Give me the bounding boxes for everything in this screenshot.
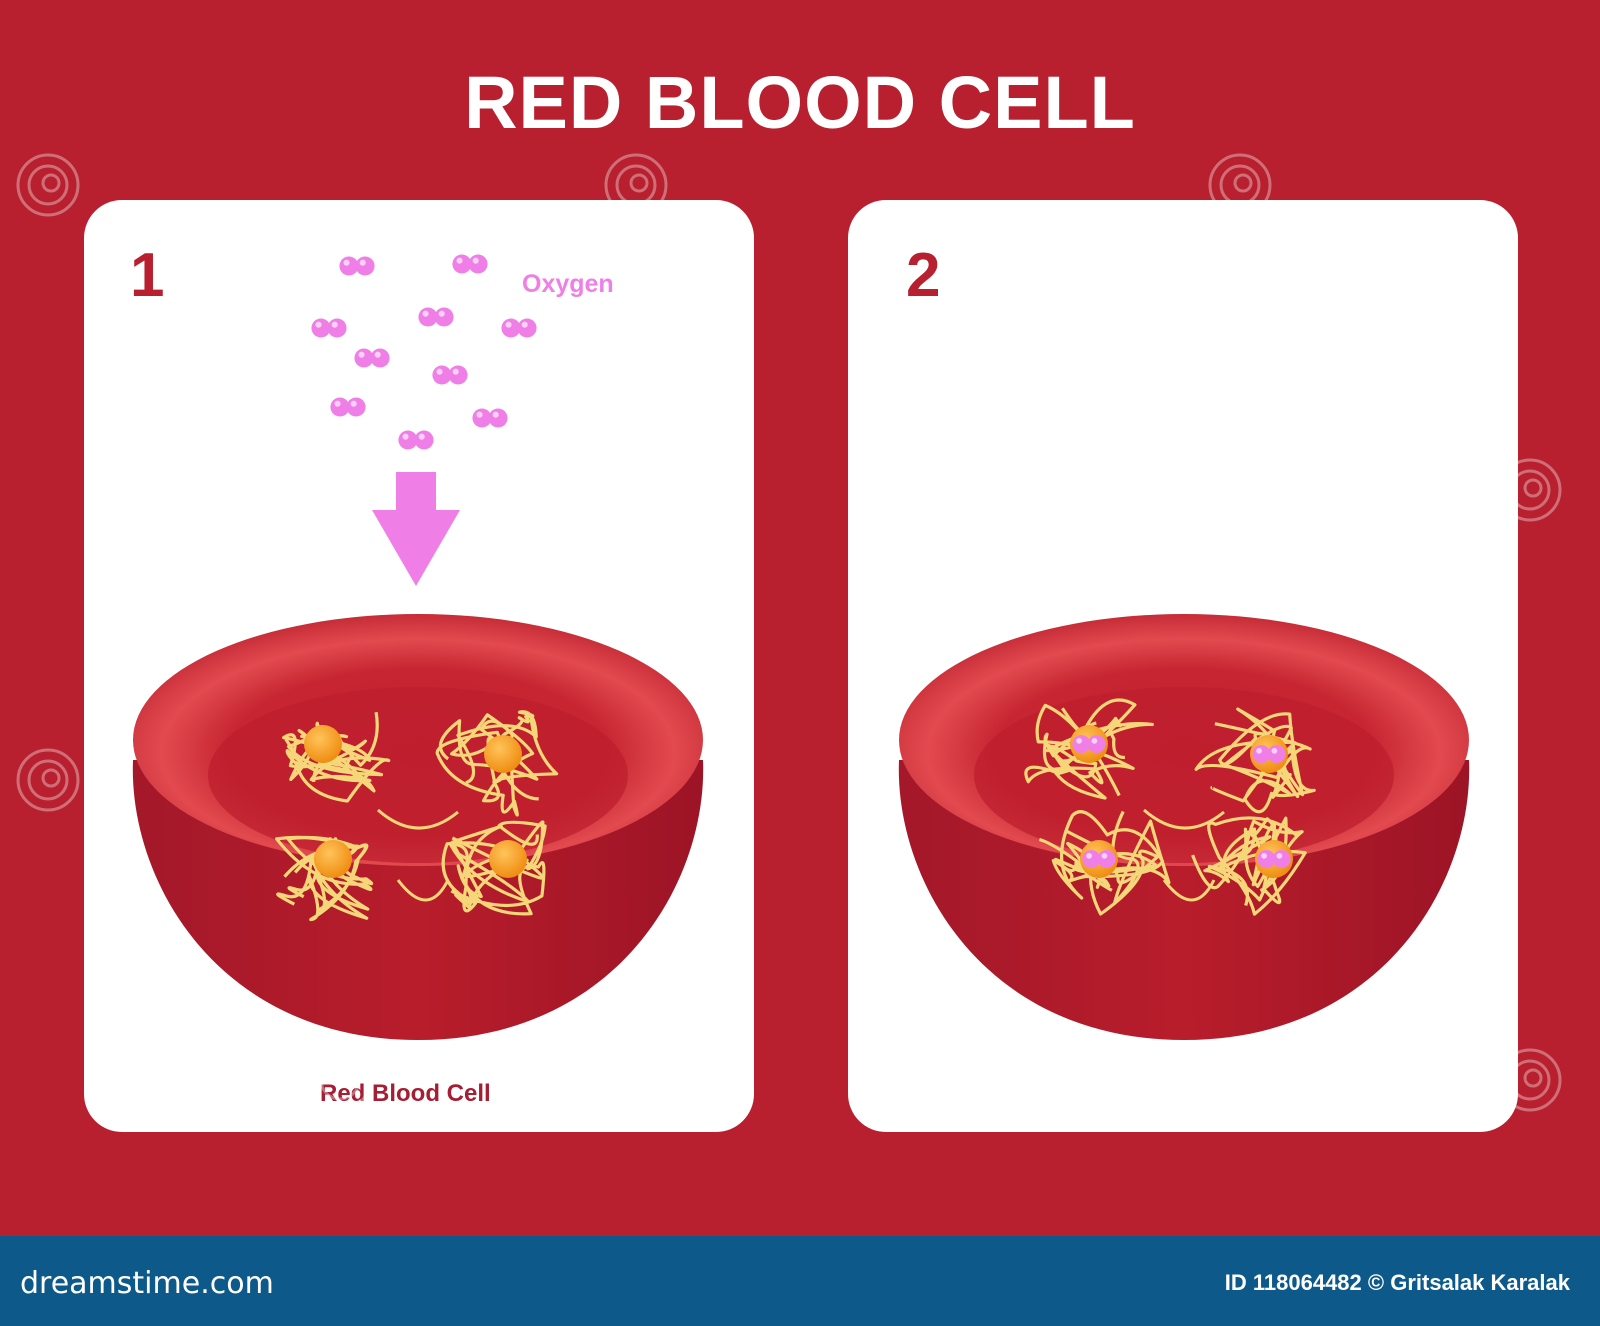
oxygen-molecule-icon bbox=[1082, 850, 1116, 868]
watermark-spiral-icon bbox=[604, 153, 668, 217]
oxygen-molecule-icon bbox=[418, 307, 454, 327]
watermark-spiral-icon bbox=[1498, 1048, 1562, 1112]
footer-bar: dreamstime.com ID 118064482 © Gritsalak … bbox=[0, 1236, 1600, 1326]
oxygen-molecule-icon bbox=[330, 397, 366, 417]
watermark-spiral-icon bbox=[308, 458, 372, 522]
oxygen-molecule-icon bbox=[1252, 745, 1286, 763]
hemoglobin-icon bbox=[441, 820, 547, 916]
watermark-spiral-icon bbox=[898, 458, 962, 522]
watermark-spiral-icon bbox=[1208, 153, 1272, 217]
oxygen-molecule-icon bbox=[501, 318, 537, 338]
down-arrow-icon bbox=[372, 472, 460, 586]
watermark-spiral-icon bbox=[16, 748, 80, 812]
oxygen-molecule-icon bbox=[339, 256, 375, 276]
hemoglobin-icon bbox=[435, 710, 559, 817]
watermark-spiral-icon bbox=[308, 1048, 372, 1112]
watermark-spiral-icon bbox=[898, 1048, 962, 1112]
red-blood-cell-icon bbox=[898, 614, 1470, 1040]
oxygen-molecule-icon bbox=[311, 318, 347, 338]
diagram-art bbox=[16, 153, 1562, 1112]
hemoglobin-icon bbox=[282, 711, 391, 803]
oxygen-molecule-icon bbox=[472, 408, 508, 428]
oxygen-molecules bbox=[311, 254, 537, 450]
oxygen-molecule-icon bbox=[1072, 735, 1106, 753]
hemoglobin-icon bbox=[275, 835, 374, 922]
hemoglobin-icon bbox=[1191, 816, 1307, 916]
panel-number-1: 1 bbox=[130, 241, 165, 310]
footer-brand: dreamstime.com bbox=[20, 1266, 274, 1301]
page-title: RED BLOOD CELL bbox=[464, 61, 1136, 144]
oxygen-molecule-icon bbox=[1257, 850, 1291, 868]
cell-caption: Red Blood Cell bbox=[320, 1080, 491, 1107]
hemoglobin-icon bbox=[1024, 698, 1154, 800]
oxygen-molecule-icon bbox=[354, 348, 390, 368]
watermark-spiral-icon bbox=[16, 153, 80, 217]
oxygen-label: Oxygen bbox=[522, 270, 614, 298]
watermark-spiral-icon bbox=[1498, 458, 1562, 522]
footer-credit: ID 118064482 © Gritsalak Karalak bbox=[1224, 1270, 1570, 1295]
oxygen-molecule-icon bbox=[452, 254, 488, 274]
panel-number-2: 2 bbox=[906, 241, 941, 310]
red-blood-cell-icon bbox=[132, 614, 704, 1040]
oxygen-molecule-icon bbox=[398, 430, 434, 450]
oxygen-molecule-icon bbox=[432, 365, 468, 385]
hemoglobin-icon bbox=[1038, 810, 1171, 916]
hemoglobin-icon bbox=[1194, 707, 1316, 814]
